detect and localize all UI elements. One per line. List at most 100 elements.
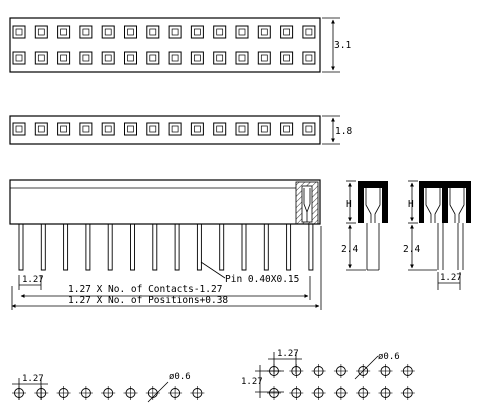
- side1-tail-label: 2.4: [341, 244, 358, 255]
- double-row-bottom-cell-inner: [127, 54, 134, 62]
- pcb2-h-pitch-label: 1.27: [277, 349, 299, 359]
- double-row-bottom-cell: [57, 51, 71, 65]
- double-row-bottom-cell: [34, 51, 48, 65]
- double-row-top-cell: [168, 25, 182, 39]
- front-pin: [107, 224, 113, 271]
- single-row-cell-inner: [104, 125, 112, 133]
- double-row-bottom-cell-inner: [15, 54, 23, 62]
- single-row-cell-inner: [60, 125, 67, 133]
- single-row-cell: [101, 122, 115, 136]
- double-row-bottom-cell: [257, 51, 271, 65]
- double-row-top-cell-inner: [149, 28, 157, 36]
- side2-cavity-right: [448, 188, 466, 223]
- front-pins: [18, 224, 314, 271]
- pcb1-dia-label: ø0.6: [169, 372, 191, 382]
- double-row-top-cell-inner: [171, 28, 179, 36]
- single-row-cell-inner: [216, 125, 224, 133]
- side2-row-pitch-label: 1.27: [440, 273, 462, 283]
- front-pin: [263, 224, 269, 271]
- side2-tail-label: 2.4: [403, 244, 420, 255]
- double-row-bottom-cell: [124, 51, 137, 65]
- single-row-cell-inner: [15, 125, 23, 133]
- side-view-single-row: H 2.4: [341, 180, 388, 271]
- single-row-cell-inner: [37, 125, 45, 133]
- front-pin: [286, 224, 292, 271]
- double-row-bottom-cell-inner: [260, 54, 268, 62]
- double-row-top-cell-inner: [238, 28, 246, 36]
- double-row-contact-cells: [12, 25, 316, 65]
- positions-formula-label: 1.27 X No. of Positions+0.38: [68, 295, 228, 306]
- side2-h-label: H: [408, 199, 414, 210]
- side2-tails: [437, 223, 464, 270]
- front-housing-outline: [9, 179, 321, 225]
- double-row-bottom-cell-inner: [171, 54, 179, 62]
- double-row-top-cell: [280, 25, 294, 39]
- double-row-bottom-cell-inner: [149, 54, 157, 62]
- double-row-top-cell: [79, 25, 93, 39]
- single-row-cell: [146, 122, 160, 136]
- double-row-top-cell-inner: [60, 28, 67, 36]
- single-row-cell-inner: [260, 125, 268, 133]
- side1-contact: [365, 188, 381, 223]
- side1-h-label: H: [346, 199, 352, 210]
- double-row-bottom-cell: [12, 51, 26, 65]
- single-row-cell: [168, 122, 182, 136]
- double-row-bottom-cell: [280, 51, 294, 65]
- side2-contact-left: [425, 188, 441, 223]
- double-row-top-cell-inner: [305, 28, 313, 36]
- single-row-cell-inner: [82, 125, 90, 133]
- double-row-bottom-cell-inner: [104, 54, 112, 62]
- double-row-bottom-cell-inner: [238, 54, 246, 62]
- double-row-bottom-cell: [213, 51, 227, 65]
- side-view-double-row: H 2.4 1.27: [403, 180, 471, 290]
- double-row-top-cell: [101, 25, 115, 39]
- double-row-top-cell: [146, 25, 160, 39]
- front-pin: [130, 224, 135, 271]
- double-row-bottom-cell-inner: [82, 54, 90, 62]
- double-row-bottom-cell-inner: [283, 54, 290, 62]
- double-row-bottom-cell-inner: [305, 54, 313, 62]
- single-row-cell: [34, 122, 48, 136]
- double-row-bottom-cell: [168, 51, 182, 65]
- single-row-cell: [12, 122, 26, 136]
- single-row-cell-inner: [238, 125, 246, 133]
- single-row-cell-inner: [283, 125, 290, 133]
- front-pin: [219, 224, 225, 271]
- double-row-top-cell-inner: [104, 28, 112, 36]
- front-pin: [241, 224, 247, 271]
- side2-cavity-left: [424, 188, 442, 223]
- double-row-bottom-cell-inner: [37, 54, 45, 62]
- front-pin: [18, 224, 24, 271]
- double-row-top-cell-inner: [216, 28, 224, 36]
- double-row-top-cell: [57, 25, 71, 39]
- double-row-top-cell: [190, 25, 204, 39]
- double-row-bottom-cell: [101, 51, 115, 65]
- double-row-top-cell-inner: [37, 28, 45, 36]
- double-row-bottom-cell-inner: [194, 54, 201, 62]
- single-row-cell-inner: [305, 125, 313, 133]
- contacts-formula-label: 1.27 X No. of Contacts-1.27: [68, 284, 222, 295]
- front-pin: [40, 224, 46, 271]
- top-view-double-row: 3.1: [9, 17, 351, 73]
- single-row-cell: [235, 122, 249, 136]
- double-row-top-cell: [213, 25, 227, 39]
- pcb1-pitch-label: 1.27: [22, 374, 44, 384]
- single-row-cell-inner: [149, 125, 157, 133]
- single-row-cell-inner: [171, 125, 179, 133]
- pcb-layout-double-row: 1.27 1.27 ø0.6: [241, 349, 415, 400]
- front-pin: [196, 224, 202, 271]
- double-row-top-cell: [302, 25, 316, 39]
- front-pitch-label: 1.27: [22, 275, 44, 285]
- side1-tail: [366, 223, 380, 271]
- double-row-top-cell-inner: [194, 28, 201, 36]
- pcb-layout-single-row: 1.27 ø0.6: [12, 372, 205, 403]
- single-row-cell: [57, 122, 71, 136]
- single-row-cell: [190, 122, 204, 136]
- double-row-top-cell-inner: [15, 28, 23, 36]
- pcb1-holes: [12, 386, 205, 400]
- pin-callout-leader: [200, 261, 226, 279]
- double-row-height-label: 3.1: [334, 40, 351, 51]
- double-row-bottom-cell: [302, 51, 316, 65]
- double-row-housing-outline: [9, 17, 321, 73]
- double-row-bottom-cell: [235, 51, 249, 65]
